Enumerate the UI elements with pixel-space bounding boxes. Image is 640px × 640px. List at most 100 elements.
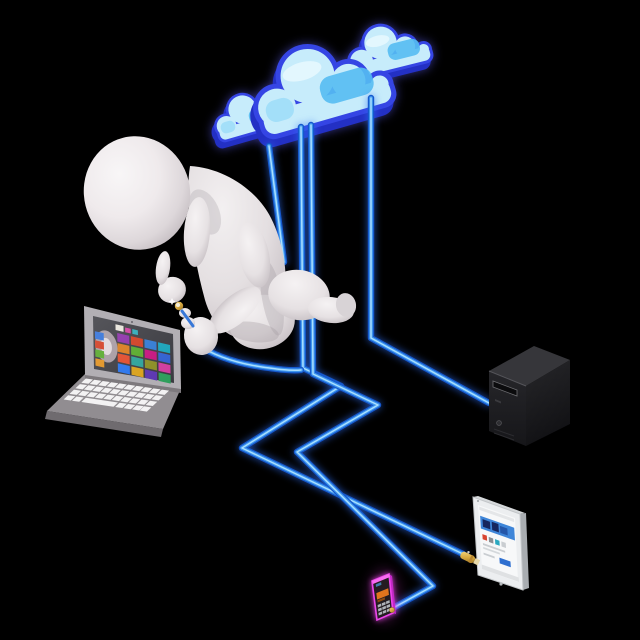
key — [128, 398, 141, 404]
phone-key — [385, 600, 390, 605]
connector-tip — [473, 558, 481, 566]
webcam-dot — [131, 321, 133, 323]
key — [148, 388, 161, 394]
optical-drive-slot — [492, 380, 518, 397]
key — [140, 387, 153, 393]
cable-stroke — [295, 123, 435, 610]
key — [81, 378, 93, 384]
app-icon — [494, 539, 500, 546]
cable-stroke — [293, 121, 437, 612]
key — [120, 397, 132, 403]
key — [69, 389, 82, 395]
app-icon — [482, 534, 488, 541]
phone-key — [378, 607, 382, 612]
cloud-main — [250, 43, 397, 148]
phone-key — [386, 604, 391, 609]
key — [123, 384, 136, 390]
key — [100, 387, 113, 394]
key — [83, 385, 96, 391]
vent-line — [493, 428, 515, 437]
cable-stroke — [370, 97, 490, 404]
person-left-thumb — [155, 251, 171, 285]
smartphone — [371, 572, 396, 622]
key — [139, 406, 152, 412]
key — [115, 402, 127, 409]
laptop-keyboard — [63, 378, 170, 412]
text-line — [483, 552, 495, 559]
cloud-inner-shadow-soft — [220, 120, 236, 134]
phone-content-block — [377, 597, 386, 603]
camera-dot — [477, 500, 479, 502]
cable-in-hand — [199, 344, 305, 374]
cloud-inner-shadow — [387, 38, 421, 60]
key — [92, 386, 104, 392]
tablet-cable-connector — [460, 550, 481, 566]
laptop — [45, 306, 181, 437]
key — [94, 393, 107, 399]
power-button — [496, 420, 502, 426]
key — [132, 405, 144, 411]
cloud-highlight — [365, 35, 390, 48]
key — [126, 391, 138, 397]
phone-key — [377, 603, 382, 608]
banner-tile — [482, 519, 491, 530]
tower-side-sheen — [526, 360, 570, 446]
person-heel — [335, 293, 357, 317]
cable-stroke — [202, 347, 302, 371]
network-cables — [199, 94, 493, 612]
laptop-hinge — [85, 374, 181, 393]
spacebar-key — [81, 397, 118, 407]
tower-top-face — [489, 346, 570, 386]
laptop-base-front — [45, 411, 163, 437]
tablet-screen-content — [479, 506, 520, 583]
cable-connector-in-hand — [168, 298, 195, 328]
connector-ring — [468, 554, 474, 564]
cable-stroke — [367, 94, 493, 407]
tower-edge-highlight — [488, 370, 527, 387]
app-icon — [488, 536, 494, 544]
person — [83, 136, 357, 355]
action-chip — [499, 557, 511, 568]
key — [63, 395, 76, 401]
tablet-status-bar — [479, 506, 515, 523]
key — [132, 385, 144, 392]
drive-indicator — [495, 399, 501, 404]
home-button — [499, 582, 503, 586]
key — [106, 382, 119, 388]
phone-screen-content — [375, 582, 391, 616]
hip-crease-shading — [227, 321, 279, 343]
phone-cable-connector — [389, 607, 395, 613]
key — [111, 395, 124, 402]
key — [143, 393, 155, 400]
phone-key — [378, 611, 383, 616]
key — [89, 379, 102, 386]
cable-stroke — [369, 96, 491, 405]
key — [137, 399, 149, 405]
app-icon — [501, 541, 507, 549]
banner-tile — [499, 525, 508, 536]
key — [157, 389, 170, 395]
text-line — [482, 543, 506, 553]
key — [77, 390, 90, 397]
key — [145, 400, 158, 407]
connector-sparkle — [168, 298, 176, 306]
phone-key — [381, 601, 386, 606]
key — [86, 392, 99, 398]
desktop-tower — [488, 346, 570, 446]
key — [151, 395, 164, 401]
cloud-inner-shadow — [319, 67, 374, 104]
key — [75, 384, 88, 390]
connector-tip — [176, 303, 180, 307]
phone-key — [382, 605, 387, 610]
person-left-upper-arm — [183, 197, 211, 267]
key — [98, 380, 110, 387]
tablet — [460, 496, 529, 591]
person-right-forearm — [209, 286, 261, 334]
banner-tile — [491, 521, 499, 533]
key — [117, 390, 130, 396]
laptop-screen-sheen — [93, 316, 174, 383]
tablet-top-depth — [473, 496, 525, 514]
text-line — [483, 546, 500, 555]
